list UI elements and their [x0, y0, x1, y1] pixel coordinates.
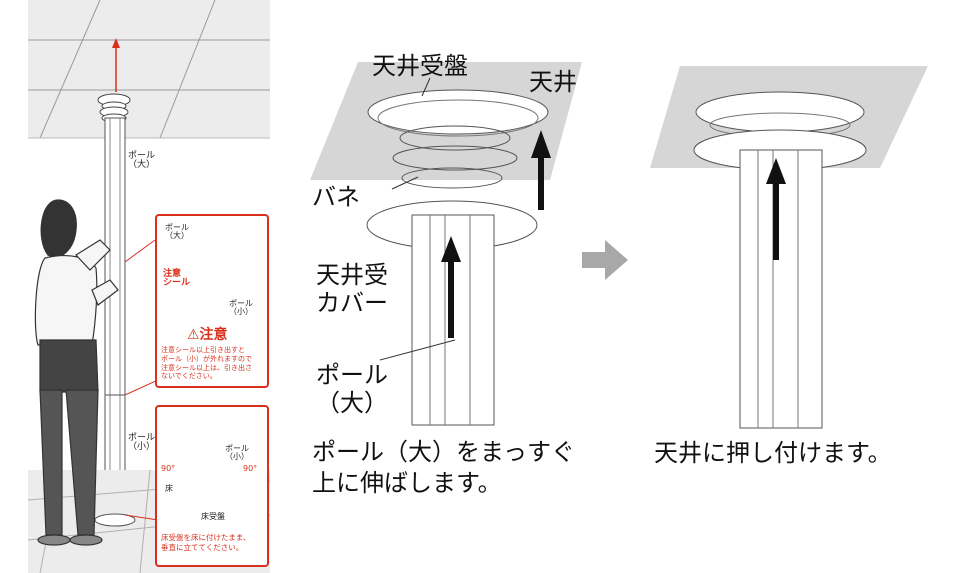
- pole-large-right: [740, 150, 822, 428]
- right-instruction: 天井に押し付けます。: [654, 441, 892, 465]
